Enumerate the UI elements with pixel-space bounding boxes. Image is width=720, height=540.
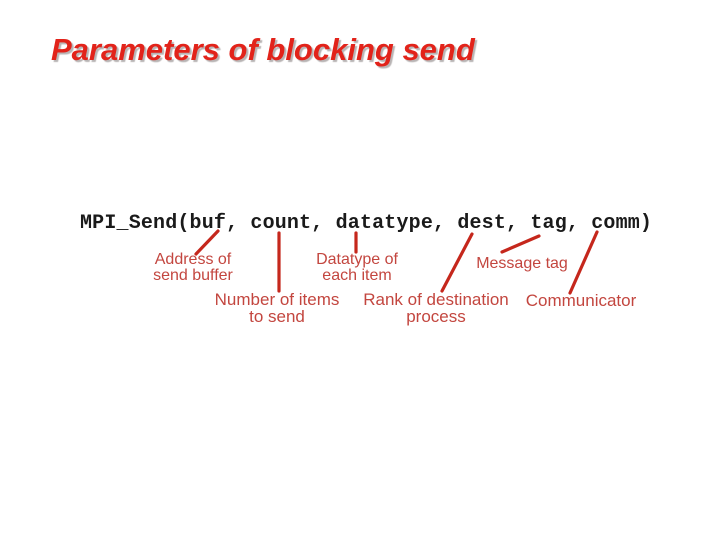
annotation-datatype-of-each-item: Datatype of each item bbox=[316, 251, 398, 284]
annotation-address-of-send-buffer: Address of send buffer bbox=[153, 251, 233, 284]
connector-tag-line bbox=[500, 234, 541, 254]
mpi-send-code-line: MPI_Send(buf, count, datatype, dest, tag… bbox=[80, 212, 653, 235]
annotation-number-of-items-to-send: Number of items to send bbox=[214, 290, 340, 326]
slide-title: Parameters of blocking send bbox=[51, 32, 475, 67]
connector-comm-line bbox=[568, 230, 599, 295]
annotation-rank-of-destination-process: Rank of destination process bbox=[363, 290, 509, 326]
connector-dest-line bbox=[440, 232, 474, 293]
annotation-communicator: Communicator bbox=[525, 291, 637, 310]
annotation-message-tag: Message tag bbox=[476, 255, 568, 272]
